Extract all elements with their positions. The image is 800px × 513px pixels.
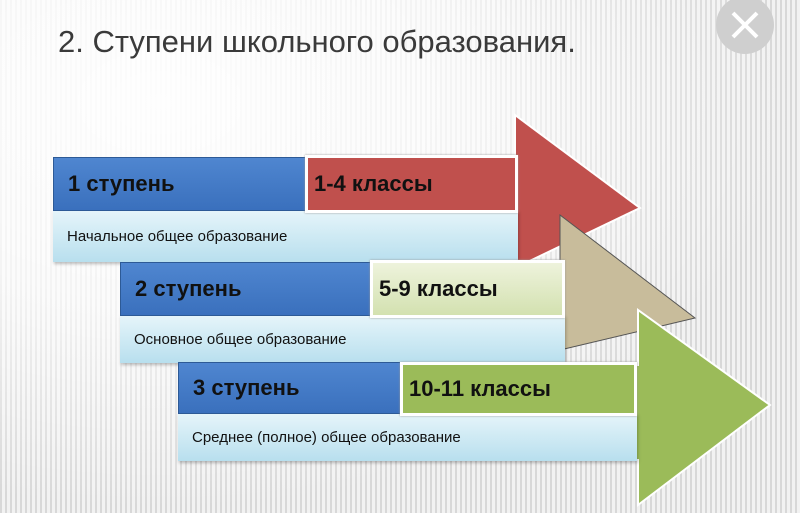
slide-title: 2. Ступени школьного образования. (58, 24, 576, 59)
stage-2-label: 2 ступень (120, 262, 372, 316)
stage-3-label: 3 ступень (178, 362, 402, 414)
stage-2-grades: 5-9 классы (370, 260, 565, 318)
stage-3-description: Среднее (полное) общее образование (178, 413, 637, 461)
stage-1-grades: 1-4 классы (305, 155, 518, 213)
stage-1-label: 1 ступень (53, 157, 307, 211)
stage-1-description: Начальное общее образование (53, 210, 518, 262)
close-icon (731, 11, 759, 39)
stage-3-grades: 10-11 классы (400, 362, 637, 416)
close-button[interactable] (716, 0, 774, 54)
stage-2-description: Основное общее образование (120, 315, 565, 363)
